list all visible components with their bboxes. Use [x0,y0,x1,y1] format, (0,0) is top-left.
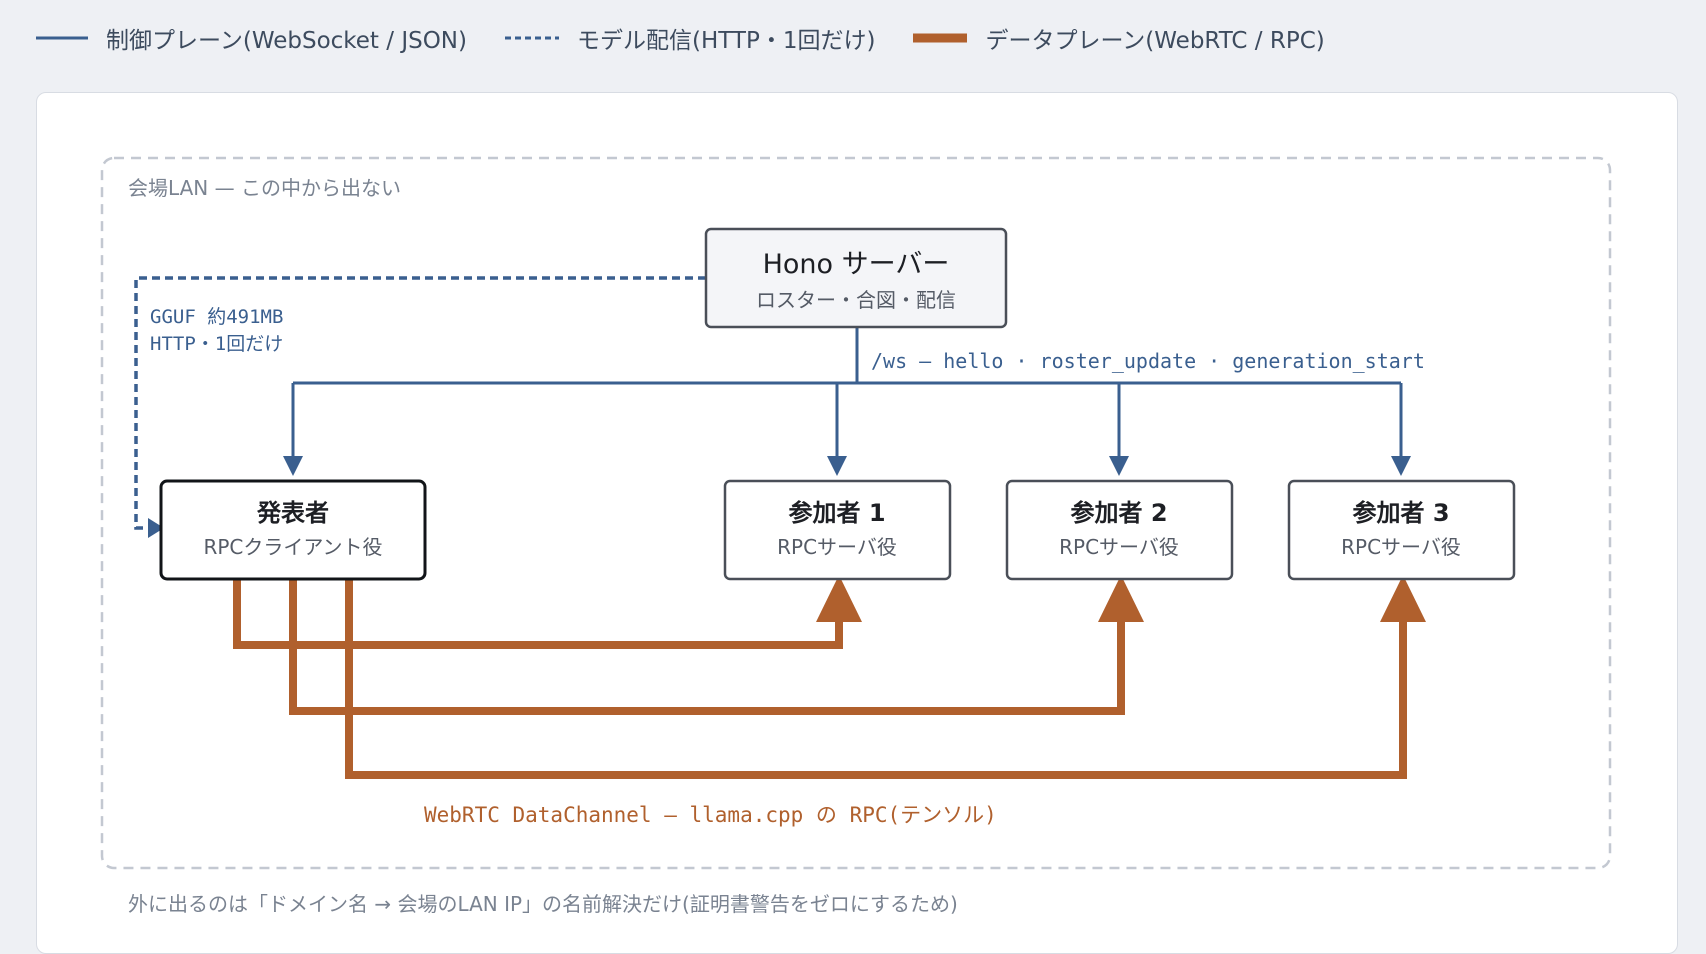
participant-node-2[interactable]: 参加者 2 RPCサーバ役 [1005,479,1234,581]
participant-subtitle-2: RPCサーバ役 [1059,535,1179,559]
legend-data-label: データプレーン(WebRTC / RPC) [985,28,1325,54]
webrtc-label: WebRTC DataChannel — llama.cpp の RPC(テンソ… [424,803,997,827]
presenter-title: 発表者 [256,499,329,527]
legend-control-label: 制御プレーン(WebSocket / JSON) [106,28,467,54]
legend-model-delivery: モデル配信(HTTP・1回だけ) [505,21,875,55]
control-plane-edges [291,327,1403,458]
participant-title-3: 参加者 3 [1352,499,1449,527]
participant-title-1: 参加者 1 [788,499,885,527]
lan-boundary [100,156,1612,870]
legend-data-line [913,33,968,43]
presenter-node[interactable]: 発表者 RPCクライアント役 [159,479,427,581]
legend-model-label: モデル配信(HTTP・1回だけ) [577,28,876,54]
data-plane-arrowheads [816,575,1426,622]
participant-node-1[interactable]: 参加者 1 RPCサーバ役 [723,479,952,581]
legend-data-plane: データプレーン(WebRTC / RPC) [913,21,1325,55]
model-delivery-arrowhead [148,518,164,538]
legend-control-line [36,36,88,40]
lan-footnote: 外に出るのは「ドメイン名 → 会場のLAN IP」の名前解決だけ(証明書警告をゼ… [128,892,958,916]
participant-node-3[interactable]: 参加者 3 RPCサーバ役 [1287,479,1516,581]
participant-subtitle-3: RPCサーバ役 [1341,535,1461,559]
server-subtitle: ロスター・合図・配信 [756,288,956,312]
lan-label: 会場LAN — この中から出ない [128,176,401,200]
control-plane-arrowheads [283,456,1411,476]
legend: 制御プレーン(WebSocket / JSON) モデル配信(HTTP・1回だけ… [36,18,1363,58]
server-title: Hono サーバー [763,249,950,280]
ws-messages-label: /ws — hello · roster_update · generation… [871,349,1425,373]
participant-subtitle-1: RPCサーバ役 [777,535,897,559]
model-delivery-edge [134,276,706,530]
legend-model-line [505,36,559,40]
participant-title-2: 参加者 2 [1070,499,1167,527]
hono-server-node[interactable]: Hono サーバー ロスター・合図・配信 [704,227,1008,329]
gguf-label-line2: HTTP・1回だけ [150,333,283,355]
gguf-label-line1: GGUF 約491MB [150,306,283,328]
data-plane-edges [233,580,1407,779]
presenter-subtitle: RPCクライアント役 [203,535,382,559]
legend-control-plane: 制御プレーン(WebSocket / JSON) [36,21,467,55]
